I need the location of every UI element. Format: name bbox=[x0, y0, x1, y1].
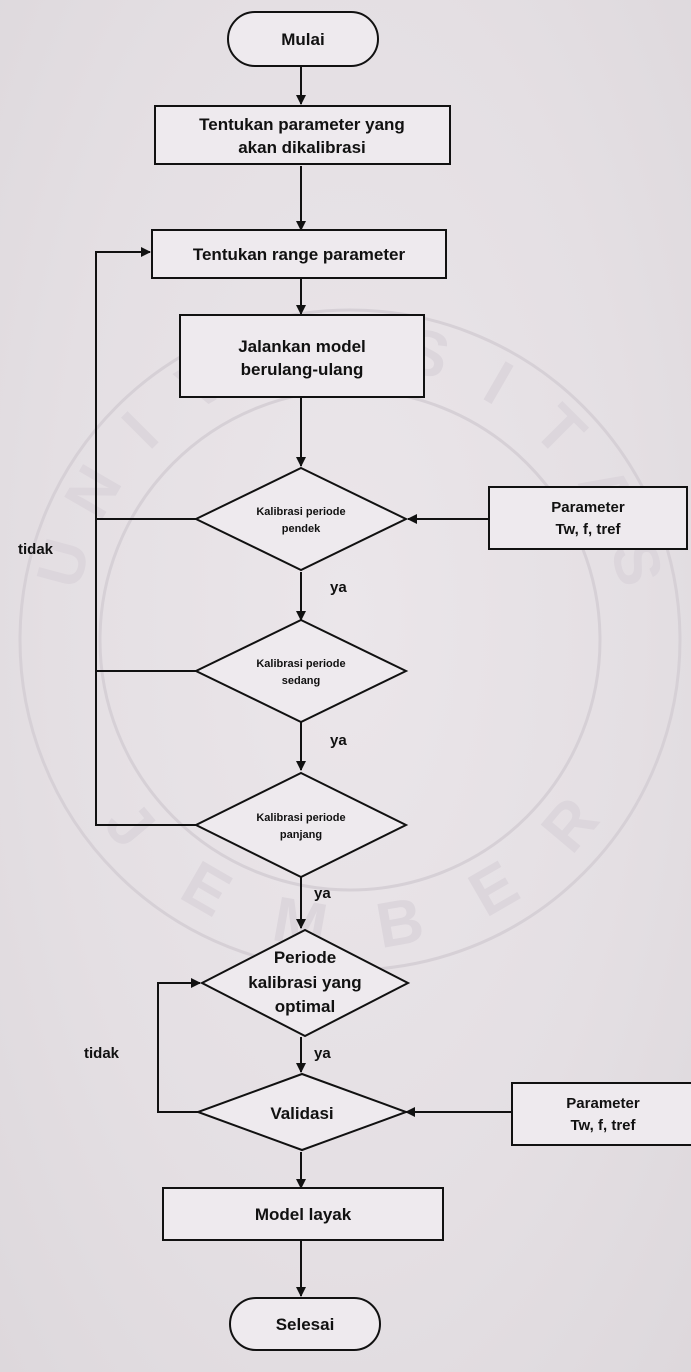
label-yes-1: ya bbox=[330, 579, 347, 596]
step3-line2: berulang-ulang bbox=[241, 360, 364, 379]
decision3-line2: panjang bbox=[280, 829, 322, 841]
param1-line1: Parameter bbox=[551, 499, 625, 516]
loop-decision5-to-decision4 bbox=[157, 978, 201, 1113]
decision1-line1: Kalibrasi periode bbox=[256, 506, 345, 518]
decision4-line1: Periode bbox=[274, 948, 336, 967]
watermark-letter: R bbox=[527, 784, 612, 866]
decision5-label: Validasi bbox=[270, 1104, 333, 1123]
decision-medium-period: Kalibrasi periode sedang bbox=[193, 618, 409, 724]
parameter-box-1: Parameter Tw, f, tref bbox=[488, 486, 688, 550]
label-yes-3: ya bbox=[314, 885, 331, 902]
process-step-3: Jalankan model berulang-ulang bbox=[179, 314, 425, 398]
flow-connectors bbox=[95, 67, 512, 1297]
watermark-letter: T bbox=[521, 391, 600, 470]
decision-validation: Validasi bbox=[195, 1072, 409, 1152]
loop-decision1-to-step2 bbox=[95, 247, 196, 520]
label-no-1: tidak bbox=[18, 541, 54, 558]
decision4-line3: optimal bbox=[275, 997, 335, 1016]
start-label: Mulai bbox=[281, 30, 324, 49]
label-yes-2: ya bbox=[330, 732, 347, 749]
decision2-line2: sedang bbox=[282, 675, 321, 687]
decision1-line2: pendek bbox=[282, 523, 321, 535]
loop-decision3-branch bbox=[95, 519, 196, 826]
watermark-letter: I bbox=[108, 398, 171, 461]
label-no-2: tidak bbox=[84, 1045, 120, 1062]
parameter-box-2: Parameter Tw, f, tref bbox=[511, 1082, 691, 1146]
step1-line1: Tentukan parameter yang bbox=[199, 115, 405, 134]
decision4-line2: kalibrasi yang bbox=[248, 973, 361, 992]
watermark-letter: B bbox=[371, 883, 429, 962]
param2-line2: Tw, f, tref bbox=[571, 1117, 637, 1134]
decision3-line1: Kalibrasi periode bbox=[256, 812, 345, 824]
process-step-2: Tentukan range parameter bbox=[151, 229, 447, 279]
param1-line2: Tw, f, tref bbox=[556, 521, 622, 538]
step4-label: Model layak bbox=[255, 1205, 352, 1224]
label-yes-4: ya bbox=[314, 1045, 331, 1062]
decision-optimal-period: Periode kalibrasi yang optimal bbox=[199, 928, 411, 1038]
end-terminator: Selesai bbox=[229, 1297, 381, 1351]
process-step-1: Tentukan parameter yang akan dikalibrasi bbox=[154, 105, 451, 165]
decision-long-period: Kalibrasi periode panjang bbox=[193, 771, 409, 879]
step3-line1: Jalankan model bbox=[238, 337, 366, 356]
process-step-4: Model layak bbox=[162, 1187, 444, 1241]
start-terminator: Mulai bbox=[227, 11, 379, 67]
param2-line1: Parameter bbox=[566, 1095, 640, 1112]
step1-line2: akan dikalibrasi bbox=[238, 138, 366, 157]
watermark-letter: I bbox=[473, 347, 524, 418]
step2-label: Tentukan range parameter bbox=[193, 245, 406, 264]
end-label: Selesai bbox=[276, 1315, 335, 1334]
decision2-line1: Kalibrasi periode bbox=[256, 658, 345, 670]
decision-short-period: Kalibrasi periode pendek bbox=[193, 466, 409, 572]
